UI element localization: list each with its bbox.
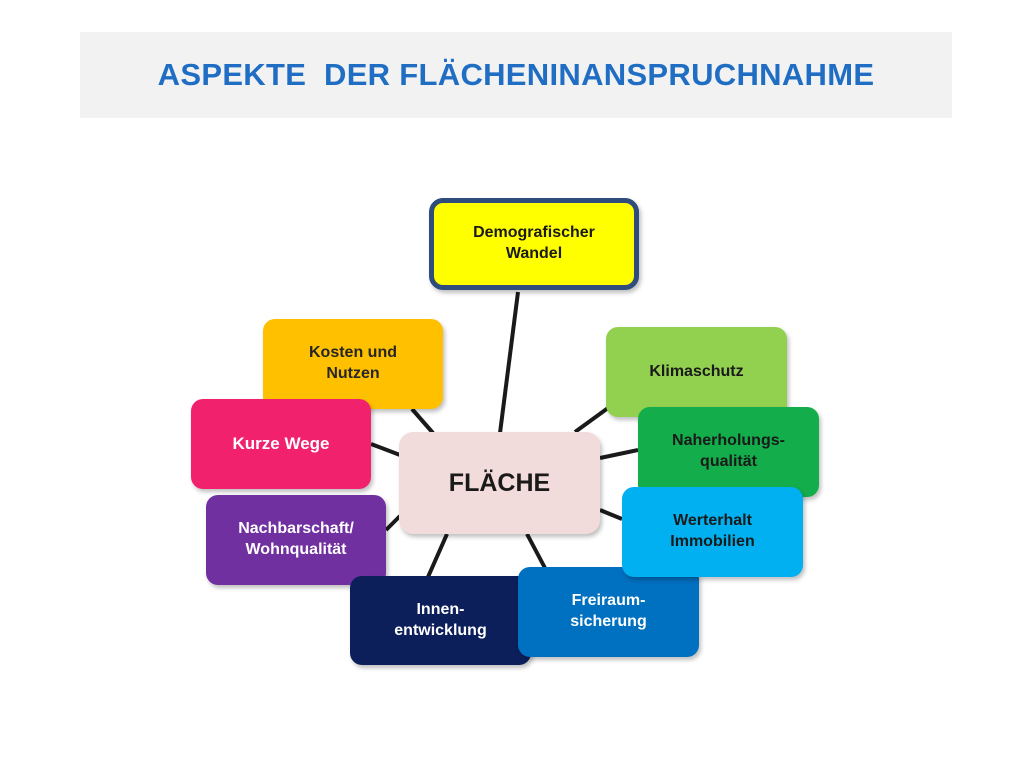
node-kosten-und-nutzen: Kosten und Nutzen bbox=[263, 319, 443, 409]
connector-werterhalt bbox=[599, 508, 623, 521]
connector-kurze-wege bbox=[370, 442, 401, 457]
node-label: Kosten und Nutzen bbox=[309, 344, 397, 382]
node-label: Demografischer Wandel bbox=[473, 224, 595, 262]
node-freiraumsicherung: Freiraum- sicherung bbox=[518, 567, 699, 657]
node-label: Kurze Wege bbox=[232, 433, 330, 453]
page-title: ASPEKTE DER FLÄCHENINANSPRUCHNAHME bbox=[157, 57, 875, 92]
node-innenentwicklung: Innen- entwicklung bbox=[350, 576, 531, 665]
node-werterhalt-immobilien: Werterhalt Immobilien bbox=[622, 487, 803, 577]
node-demografischer-wandel: Demografischer Wandel bbox=[429, 198, 639, 290]
connector-nachbarschaft bbox=[384, 514, 402, 532]
node-flaeche-center: FLÄCHE bbox=[399, 432, 600, 534]
connector-kosten bbox=[410, 407, 435, 435]
center-label: FLÄCHE bbox=[448, 468, 551, 497]
node-klimaschutz: Klimaschutz bbox=[606, 327, 787, 417]
node-label: Innen- entwicklung bbox=[394, 600, 487, 639]
title-band: ASPEKTE DER FLÄCHENINANSPRUCHNAHME bbox=[80, 32, 952, 118]
node-label: Nachbarschaft/ Wohnqualität bbox=[238, 520, 354, 558]
connector-freiraum bbox=[525, 533, 547, 569]
node-naherholungsqualitaet: Naherholungs- qualität bbox=[638, 407, 819, 497]
node-label: Freiraum- sicherung bbox=[570, 592, 647, 630]
node-kurze-wege: Kurze Wege bbox=[191, 399, 371, 489]
node-label: Klimaschutz bbox=[649, 362, 744, 380]
connector-innen bbox=[426, 533, 449, 578]
connector-klima bbox=[573, 406, 610, 434]
connector-naherholung bbox=[599, 448, 639, 460]
node-label: Werterhalt Immobilien bbox=[670, 512, 755, 550]
node-nachbarschaft: Nachbarschaft/ Wohnqualität bbox=[206, 495, 386, 585]
node-label: Naherholungs- qualität bbox=[672, 432, 785, 470]
connector-demografie bbox=[498, 291, 520, 434]
